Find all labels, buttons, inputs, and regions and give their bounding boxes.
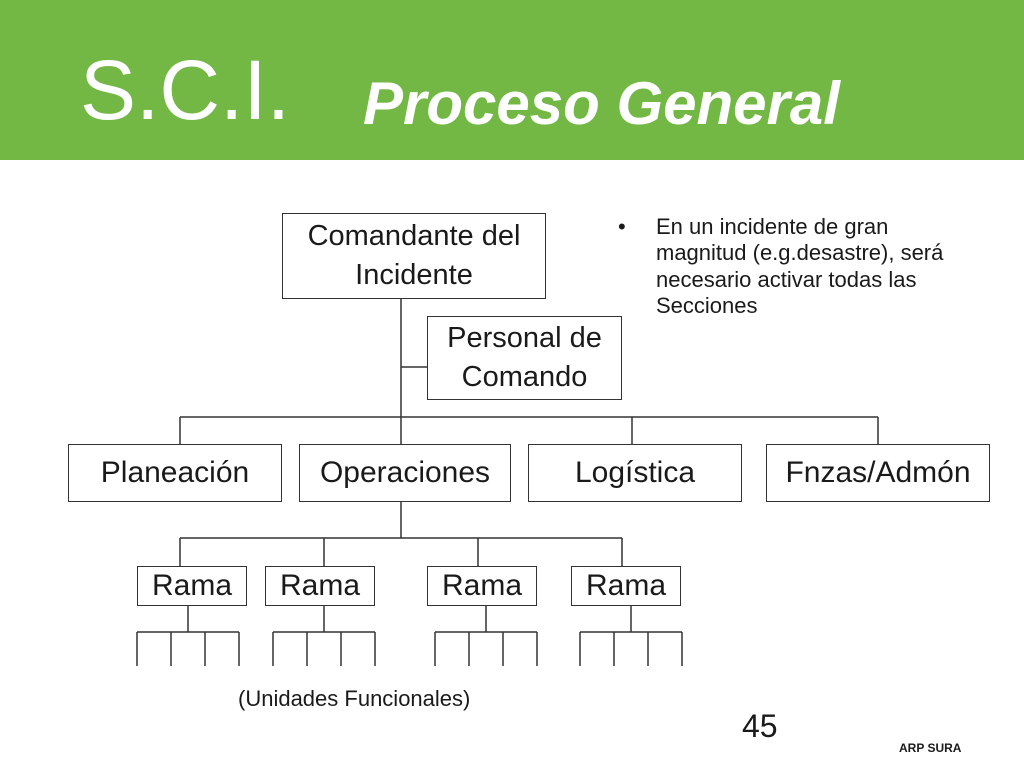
section-finanzas-box: Fnzas/Admón	[766, 444, 990, 502]
incident-commander-label-line2: Incidente	[355, 259, 473, 291]
note-item: • En un incidente de gran magnitud (e.g.…	[618, 214, 978, 320]
command-staff-box: Personal de Comando	[427, 316, 622, 400]
incident-commander-label-line1: Comandante del	[307, 219, 521, 252]
command-staff-label-line2: Comando	[461, 361, 588, 393]
page-number: 45	[742, 708, 778, 744]
incident-commander-box: Comandante del Incidente	[282, 213, 546, 299]
branch-box-1: Rama	[137, 566, 247, 606]
note-list: • En un incidente de gran magnitud (e.g.…	[618, 214, 978, 320]
bullet-icon: •	[618, 214, 626, 239]
title-acronym: S.C.I.	[80, 43, 291, 137]
title-main: Proceso General	[363, 70, 840, 137]
command-staff-label-line1: Personal de	[447, 321, 602, 354]
title-banner: S.C.I. Proceso General	[0, 0, 1024, 160]
note-text: En un incidente de gran magnitud (e.g.de…	[656, 214, 944, 319]
branch-box-2: Rama	[265, 566, 375, 606]
brand-label: ARP SURA	[899, 741, 962, 755]
branch-box-4: Rama	[571, 566, 681, 606]
section-operaciones-box: Operaciones	[299, 444, 511, 502]
section-logistica-box: Logística	[528, 444, 742, 502]
section-planeacion-box: Planeación	[68, 444, 282, 502]
functional-units-caption: (Unidades Funcionales)	[238, 686, 471, 711]
branch-box-3: Rama	[427, 566, 537, 606]
